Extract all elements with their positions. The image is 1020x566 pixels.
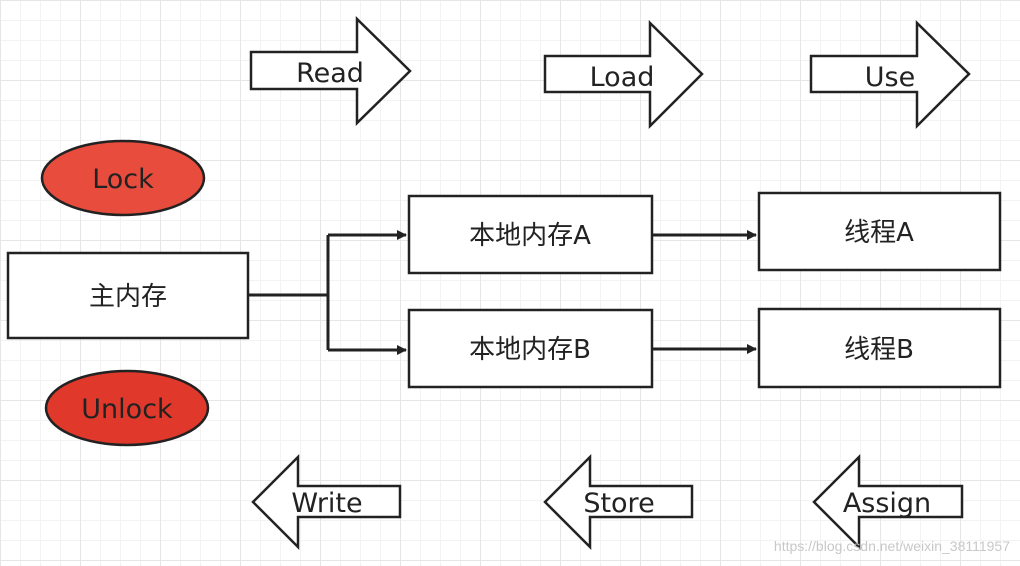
thread-b-box: 线程B: [757, 307, 1002, 389]
load-label: Load: [590, 62, 655, 93]
lock-ellipse: Lock: [40, 139, 206, 217]
watermark-text: https://blog.csdn.net/weixin_38111957: [773, 538, 1010, 554]
load-arrow: Load: [543, 20, 704, 130]
local-memory-a-box: 本地内存A: [407, 194, 654, 275]
read-arrow: Read: [249, 16, 412, 126]
assign-arrow: Assign: [812, 453, 964, 551]
write-label: Write: [291, 488, 362, 519]
use-arrow: Use: [809, 20, 971, 130]
thread-a-label: 线程A: [844, 218, 914, 248]
thread-b-label: 线程B: [844, 335, 914, 365]
main-memory-label: 主内存: [89, 282, 167, 312]
lock-label: Lock: [92, 164, 154, 195]
assign-label: Assign: [843, 488, 931, 519]
thread-a-box: 线程A: [757, 191, 1002, 272]
main-memory-box: 主内存: [6, 251, 250, 340]
local-memory-a-label: 本地内存A: [469, 221, 591, 251]
unlock-label: Unlock: [81, 394, 173, 425]
write-arrow: Write: [251, 453, 402, 551]
main-to-local-connector: [248, 230, 407, 355]
use-label: Use: [865, 62, 915, 93]
local-to-thread-arrows: [652, 230, 757, 354]
store-arrow: Store: [543, 453, 694, 551]
unlock-ellipse: Unlock: [44, 369, 210, 447]
store-label: Store: [583, 488, 654, 519]
local-memory-b-label: 本地内存B: [469, 335, 591, 365]
read-label: Read: [296, 58, 364, 89]
local-memory-b-box: 本地内存B: [407, 308, 654, 389]
